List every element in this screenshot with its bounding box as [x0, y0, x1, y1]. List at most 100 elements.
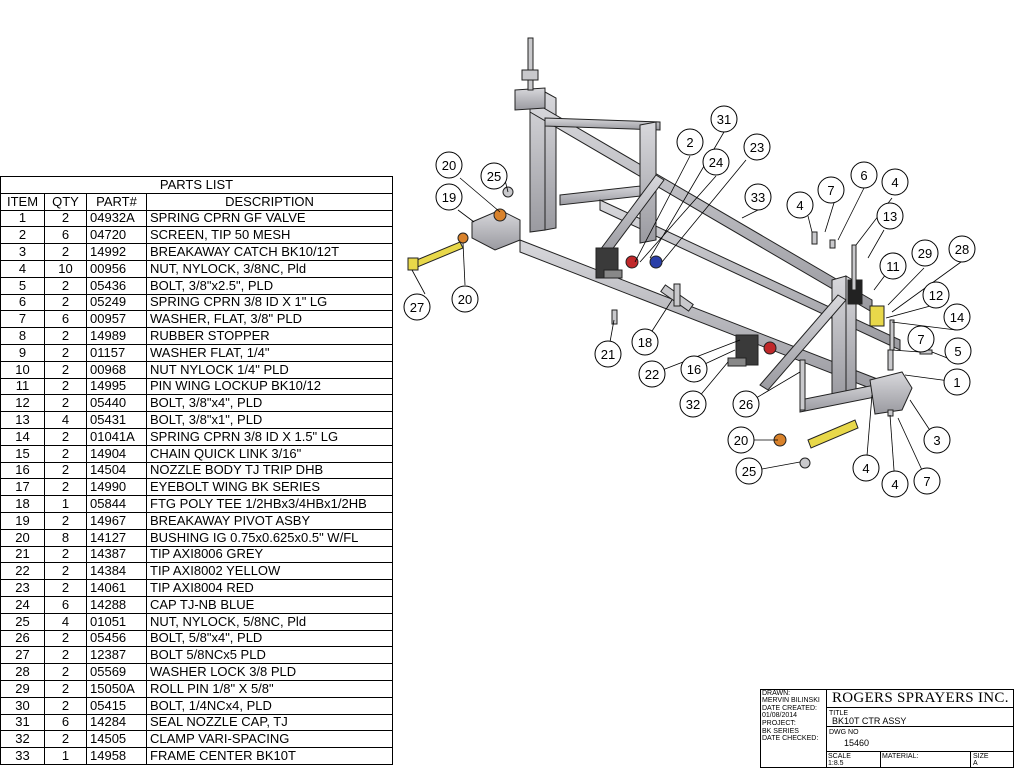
balloon-circle — [732, 390, 760, 418]
balloon-number: 19 — [442, 190, 456, 205]
cell-part-number: 04932A — [86, 209, 147, 228]
balloon-circle — [676, 128, 704, 156]
cell-item: 14 — [0, 427, 45, 446]
cell-qty: 2 — [44, 444, 87, 463]
balloon-14: 14 — [943, 303, 971, 331]
nozzle-body-lower — [727, 334, 777, 367]
balloon-circle — [923, 426, 951, 454]
poly-tee-fitting — [660, 283, 694, 312]
balloon-18: 18 — [631, 328, 659, 356]
cell-item: 18 — [0, 495, 45, 513]
cell-description: CLAMP VARI-SPACING — [145, 730, 394, 749]
balloon-28: 28 — [948, 235, 976, 263]
balloon-25: 25 — [480, 162, 508, 190]
balloon-number: 33 — [751, 190, 765, 205]
cell-description: NUT, NYLOCK, 3/8NC, Pld — [145, 259, 394, 278]
balloon-24: 24 — [702, 148, 730, 176]
balloon-number: 11 — [886, 259, 900, 274]
balloon-circle — [735, 457, 763, 485]
cell-item: 31 — [0, 713, 45, 732]
cell-qty: 2 — [44, 579, 87, 597]
balloon-circle — [727, 426, 755, 454]
cell-part-number: 05249 — [86, 293, 147, 312]
balloon-number: 3 — [933, 433, 940, 448]
parts-list-title: PARTS LIST — [0, 176, 394, 194]
cell-description: CAP TJ-NB BLUE — [145, 595, 394, 614]
header-qty: QTY — [44, 192, 87, 211]
cell-description: EYEBOLT WING BK SERIES — [145, 478, 394, 497]
cell-part-number: 14387 — [86, 545, 147, 564]
cell-part-number: 14284 — [86, 713, 147, 732]
cell-part-number: 05431 — [86, 411, 147, 429]
cell-item: 1 — [0, 209, 45, 228]
balloon-20: 20 — [451, 285, 479, 313]
cell-description: WASHER FLAT, 1/4" — [145, 343, 394, 362]
date-created-value: 01/08/2014 — [762, 712, 798, 719]
balloon-circle — [852, 454, 880, 482]
cell-qty: 2 — [44, 327, 87, 345]
cell-part-number: 05436 — [86, 276, 147, 295]
balloon-circle — [743, 133, 771, 161]
title-label: TITLE — [829, 710, 849, 717]
date-checked-label: DATE CHECKED: — [762, 735, 819, 742]
balloon-number: 7 — [917, 332, 924, 347]
balloon-circle — [879, 252, 907, 280]
cell-item: 2 — [0, 226, 45, 245]
cell-qty: 2 — [44, 276, 87, 295]
balloon-number: 20 — [458, 292, 472, 307]
cell-part-number: 01041A — [86, 427, 147, 446]
header-item: ITEM — [0, 192, 45, 211]
cell-part-number: 00968 — [86, 360, 147, 379]
cell-description: SPRING CPRN 3/8 ID X 1.5" LG — [145, 427, 394, 446]
size-label: SIZE — [973, 753, 989, 760]
cell-item: 7 — [0, 310, 45, 329]
balloon-23: 23 — [743, 133, 771, 161]
cell-qty: 4 — [44, 411, 87, 429]
cell-item: 6 — [0, 293, 45, 312]
nozzle-body-upper — [595, 247, 663, 279]
cell-qty: 2 — [44, 730, 87, 749]
cell-item: 10 — [0, 360, 45, 379]
balloon-33: 33 — [744, 183, 772, 211]
balloon-6: 6 — [850, 161, 878, 189]
balloon-7: 7 — [913, 467, 941, 495]
balloon-circle — [907, 325, 935, 353]
cell-item: 19 — [0, 511, 45, 530]
cell-item: 22 — [0, 562, 45, 581]
header-description: DESCRIPTION — [145, 192, 394, 211]
cell-part-number: 14127 — [86, 528, 147, 547]
yellow-bolt-right — [807, 419, 859, 449]
cell-qty: 2 — [44, 343, 87, 362]
cell-item: 25 — [0, 612, 45, 631]
balloon-19: 19 — [435, 183, 463, 211]
balloon-11: 11 — [879, 252, 907, 280]
balloon-circle — [944, 337, 972, 365]
balloon-circle — [943, 368, 971, 396]
size-value: A — [973, 760, 978, 767]
cell-part-number: 14504 — [86, 461, 147, 480]
balloon-number: 4 — [862, 461, 869, 476]
cell-part-number: 14990 — [86, 478, 147, 497]
balloon-circle — [480, 162, 508, 190]
cell-part-number: 14288 — [86, 595, 147, 614]
dwg-no-value: 15460 — [844, 738, 870, 748]
cell-part-number: 14505 — [86, 730, 147, 749]
cell-description: NOZZLE BODY TJ TRIP DHB — [145, 461, 394, 480]
balloon-circle — [913, 467, 941, 495]
balloon-21: 21 — [594, 340, 622, 368]
